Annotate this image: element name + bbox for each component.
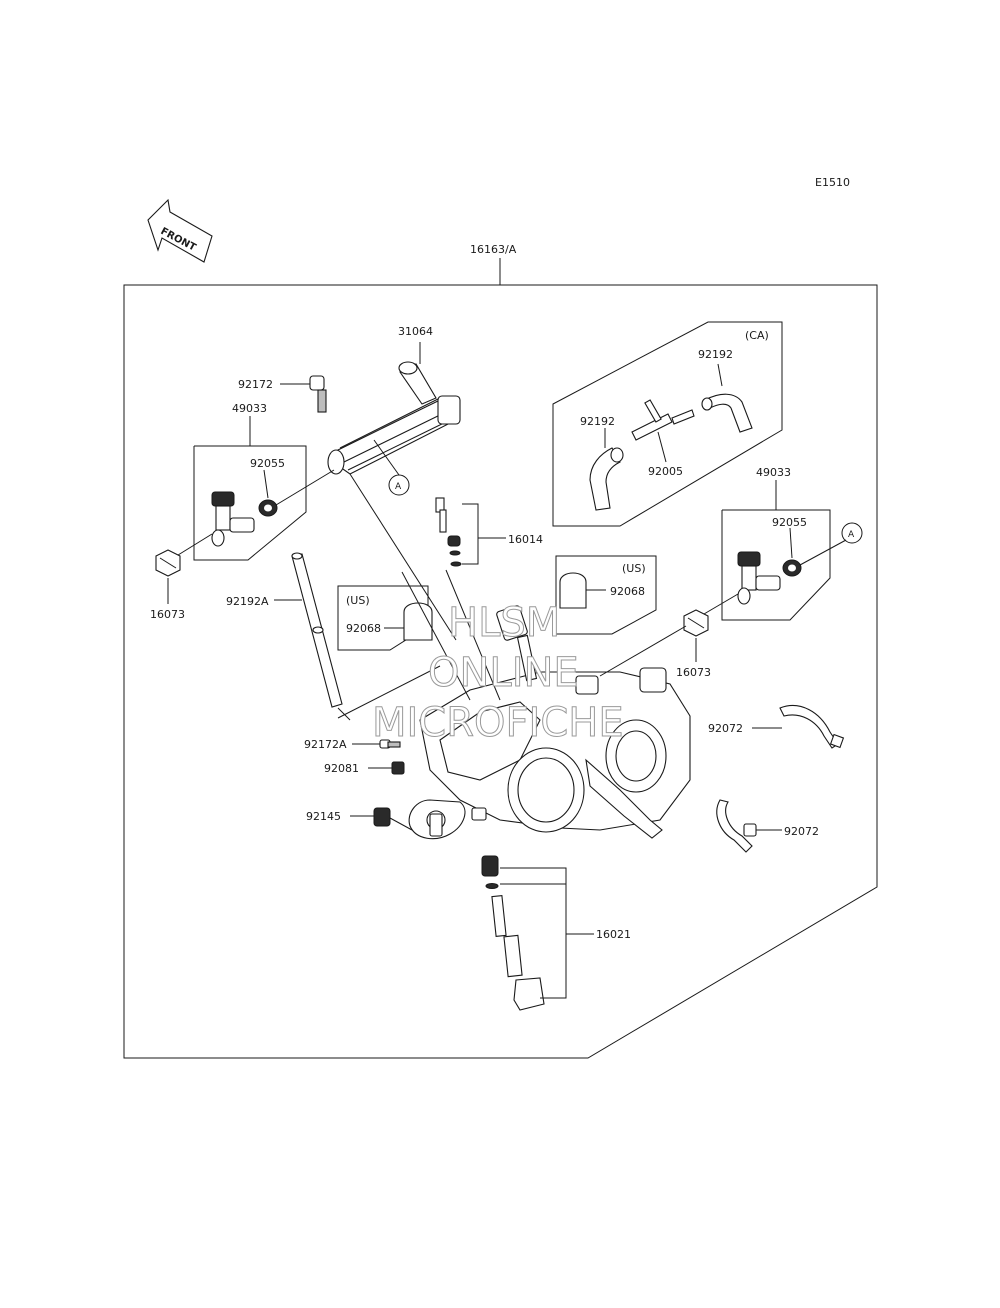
label-16073-left: 16073 bbox=[150, 608, 185, 621]
clamp-92072-bottom bbox=[716, 799, 757, 853]
label-92055-left: 92055 bbox=[250, 457, 285, 470]
isc-16021 bbox=[481, 855, 545, 1011]
label-92055-right: 92055 bbox=[772, 516, 807, 529]
cap-92068-right bbox=[559, 572, 587, 609]
spring-92081 bbox=[391, 761, 405, 775]
ca-label: (CA) bbox=[745, 329, 769, 342]
label-92072-bottom: 92072 bbox=[784, 825, 819, 838]
injector-left-box bbox=[193, 445, 307, 561]
assembly-frame bbox=[123, 284, 878, 1059]
spring-92145 bbox=[373, 807, 391, 827]
us-label-right: (US) bbox=[622, 562, 646, 575]
throttle-body bbox=[408, 605, 691, 840]
label-92192-mid: 92192 bbox=[580, 415, 615, 428]
label-49033-right: 49033 bbox=[756, 466, 791, 479]
label-92068-right: 92068 bbox=[610, 585, 645, 598]
label-92192A: 92192A bbox=[226, 595, 269, 608]
callout-a-left: A bbox=[395, 482, 402, 492]
fuel-rail bbox=[327, 361, 461, 475]
label-16014: 16014 bbox=[508, 533, 543, 546]
injector-right-box bbox=[721, 509, 831, 621]
clamp-92072-top bbox=[779, 704, 845, 749]
watermark-line-3: MICROFICHE bbox=[372, 700, 624, 746]
label-92081: 92081 bbox=[324, 762, 359, 775]
ca-hose-set bbox=[589, 393, 753, 511]
diagram-code: E1510 bbox=[815, 176, 850, 189]
label-92172A: 92172A bbox=[304, 738, 347, 751]
injector-right bbox=[737, 551, 781, 605]
watermark: HLSM ONLINE MICROFICHE bbox=[372, 600, 625, 747]
front-arrow-icon: FRONT bbox=[147, 198, 213, 263]
cap-92068-left bbox=[403, 602, 433, 641]
watermark-line-1: HLSM bbox=[448, 600, 560, 646]
label-16073-right: 16073 bbox=[676, 666, 711, 679]
us-option-box-right bbox=[555, 555, 657, 635]
label-49033-left: 49033 bbox=[232, 402, 267, 415]
assembly-label: 16163/A bbox=[470, 243, 517, 256]
us-label-left: (US) bbox=[346, 594, 370, 607]
label-31064: 31064 bbox=[398, 325, 433, 338]
label-92145: 92145 bbox=[306, 810, 341, 823]
label-16021: 16021 bbox=[596, 928, 631, 941]
label-92192-top: 92192 bbox=[698, 348, 733, 361]
bolt-92172 bbox=[309, 375, 327, 413]
hose-92192A bbox=[291, 552, 343, 708]
ca-option-box bbox=[552, 321, 783, 527]
label-92068-left: 92068 bbox=[346, 622, 381, 635]
injector-left bbox=[211, 491, 255, 547]
screw-92172A bbox=[379, 739, 401, 749]
label-92072-top: 92072 bbox=[708, 722, 743, 735]
label-92005: 92005 bbox=[648, 465, 683, 478]
sensor-16014 bbox=[435, 497, 462, 567]
callout-a-right: A bbox=[848, 530, 855, 540]
label-92172: 92172 bbox=[238, 378, 273, 391]
watermark-line-2: ONLINE bbox=[428, 650, 579, 696]
